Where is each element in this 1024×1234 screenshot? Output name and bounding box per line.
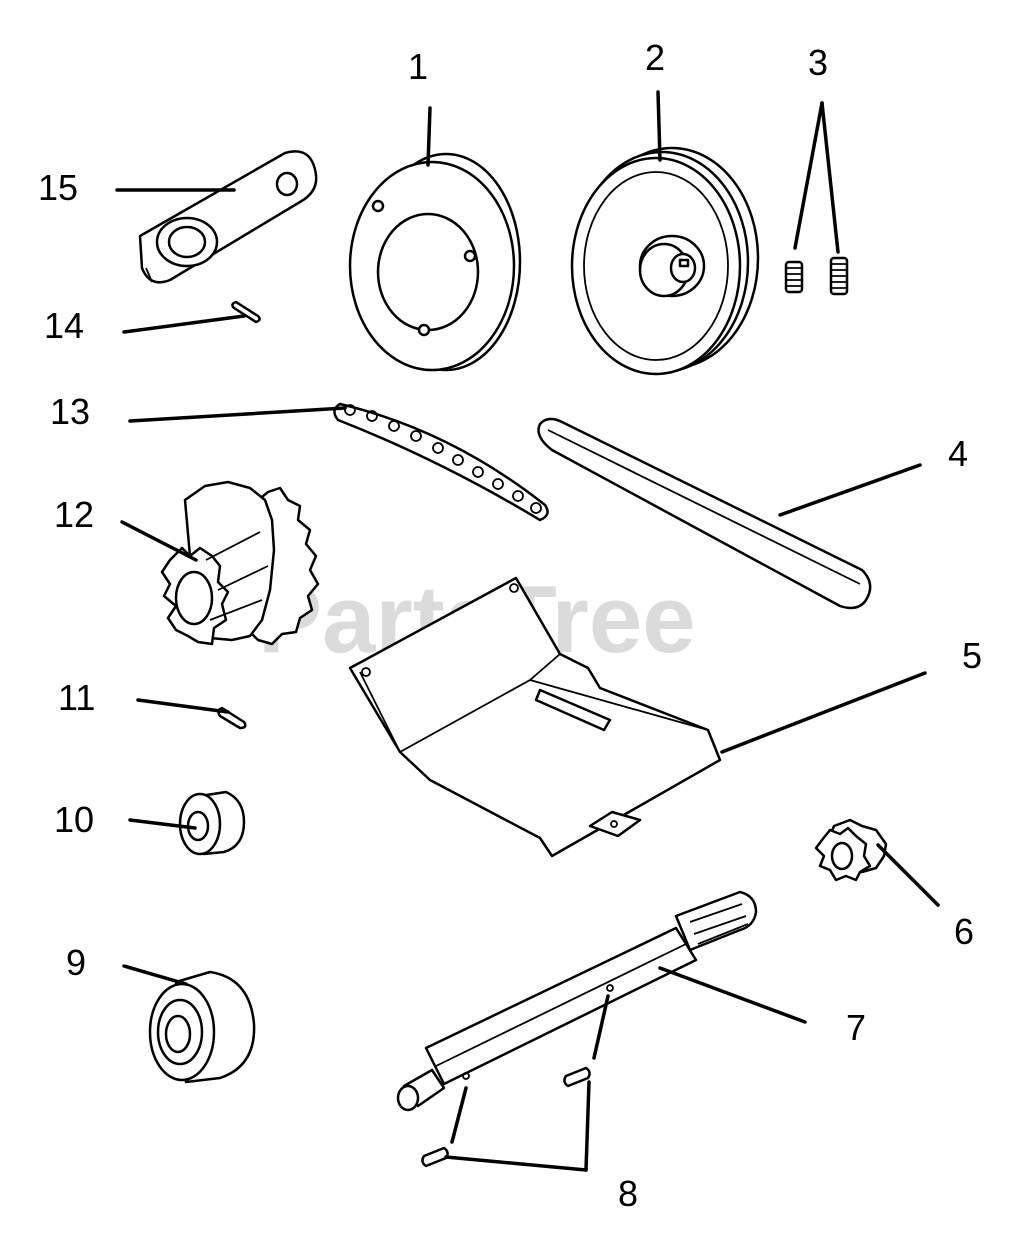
leader-12 — [120, 520, 198, 562]
part-7-shaft[interactable] — [396, 890, 758, 1112]
callout-labels: 1 2 3 4 5 6 7 8 9 10 11 12 13 14 15 — [38, 37, 982, 1214]
leader-8a — [444, 1155, 588, 1172]
leader-9 — [122, 964, 188, 986]
leader-2 — [656, 90, 662, 162]
leader-8c — [450, 1086, 468, 1144]
leader-6 — [876, 843, 940, 907]
part-14-pin[interactable] — [231, 300, 261, 324]
callout-6[interactable]: 6 — [954, 911, 974, 952]
leader-8b — [584, 1080, 591, 1172]
part-2-pulley[interactable] — [570, 146, 760, 376]
leader-11 — [136, 698, 230, 714]
callout-11[interactable]: 11 — [58, 677, 95, 718]
leader-3b — [820, 101, 840, 254]
callout-10[interactable]: 10 — [54, 799, 94, 840]
leader-8d — [592, 994, 610, 1060]
callout-15[interactable]: 15 — [38, 167, 78, 208]
leader-13 — [128, 406, 347, 423]
callout-4[interactable]: 4 — [948, 433, 968, 474]
part-9-bearing[interactable] — [148, 970, 256, 1084]
callout-2[interactable]: 2 — [645, 37, 665, 78]
part-6-gear[interactable] — [814, 818, 888, 882]
leader-7 — [658, 966, 807, 1024]
leader-5 — [720, 671, 927, 754]
callout-5[interactable]: 5 — [962, 635, 982, 676]
part-4-belt[interactable] — [537, 417, 872, 610]
callout-14[interactable]: 14 — [44, 305, 84, 346]
leader-lines — [115, 90, 940, 1172]
leader-10 — [128, 818, 197, 830]
callout-9[interactable]: 9 — [66, 942, 86, 983]
leader-3a — [793, 101, 824, 250]
leader-4 — [778, 463, 922, 517]
callout-12[interactable]: 12 — [54, 494, 94, 535]
part-13-chain[interactable] — [333, 402, 549, 522]
callout-13[interactable]: 13 — [50, 391, 90, 432]
part-15-bracket[interactable] — [138, 150, 318, 284]
leader-1 — [426, 106, 432, 167]
callout-1[interactable]: 1 — [408, 46, 428, 87]
callout-3[interactable]: 3 — [808, 42, 828, 83]
part-5-plate[interactable] — [348, 576, 722, 858]
part-1-pulley[interactable] — [348, 152, 522, 372]
leader-14 — [122, 314, 246, 334]
callout-7[interactable]: 7 — [846, 1007, 866, 1048]
part-10-bushing[interactable] — [178, 790, 246, 856]
part-12-sprocket[interactable] — [160, 480, 320, 646]
part-3-set-screws[interactable] — [784, 256, 849, 296]
callout-8[interactable]: 8 — [618, 1173, 638, 1214]
